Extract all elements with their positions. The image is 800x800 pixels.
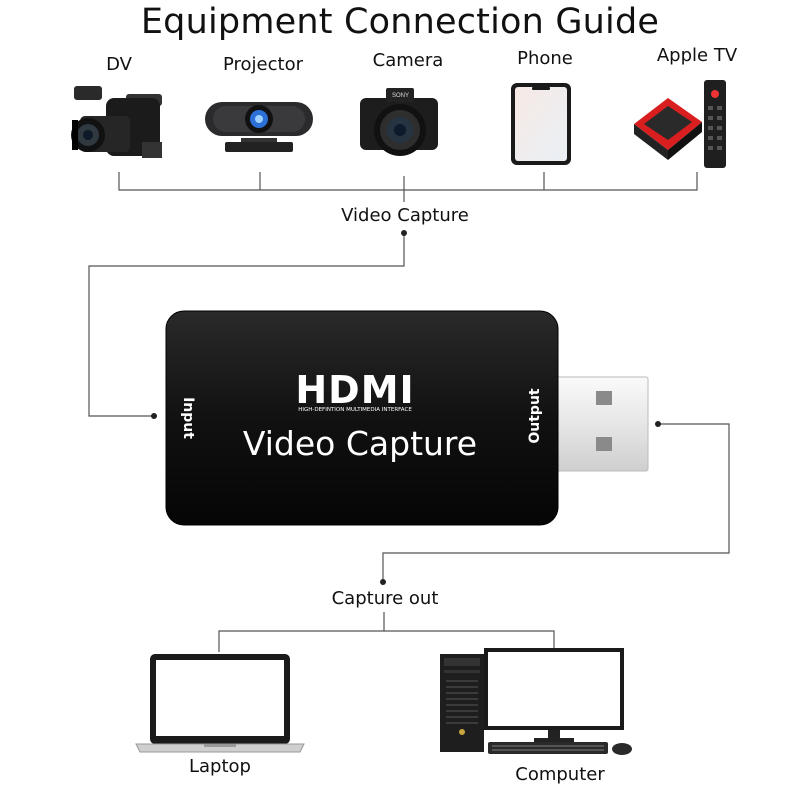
computer-label: Computer bbox=[515, 764, 605, 785]
laptop-label: Laptop bbox=[189, 756, 251, 777]
laptop-icon bbox=[135, 654, 305, 753]
apple-tv-icon bbox=[634, 80, 726, 168]
hdmi-subtitle: HIGH-DEFINTION MULTIMEDIA INTERFACE bbox=[298, 407, 412, 413]
output-port-label: Output bbox=[527, 388, 543, 444]
hdmi-logo: HDMI bbox=[295, 368, 415, 412]
capture-out-label: Capture out bbox=[331, 588, 439, 609]
dv-label: DV bbox=[106, 54, 132, 75]
dongle-product-name: Video Capture bbox=[242, 424, 478, 463]
video-capture-dongle bbox=[165, 310, 649, 526]
projector-icon bbox=[205, 102, 313, 152]
camera-icon: SONY bbox=[360, 88, 438, 156]
dv-camcorder-icon bbox=[71, 86, 162, 158]
input-port-label: Input bbox=[180, 397, 196, 439]
video-capture-label: Video Capture bbox=[341, 205, 469, 226]
phone-icon bbox=[511, 83, 571, 165]
camera-label: Camera bbox=[372, 50, 444, 71]
apple-tv-label: Apple TV bbox=[656, 45, 738, 66]
page-title: Equipment Connection Guide bbox=[140, 2, 660, 42]
phone-label: Phone bbox=[517, 48, 573, 69]
projector-label: Projector bbox=[223, 54, 303, 75]
desktop-computer-icon bbox=[440, 648, 632, 755]
camera-brand-text: SONY bbox=[392, 93, 409, 99]
